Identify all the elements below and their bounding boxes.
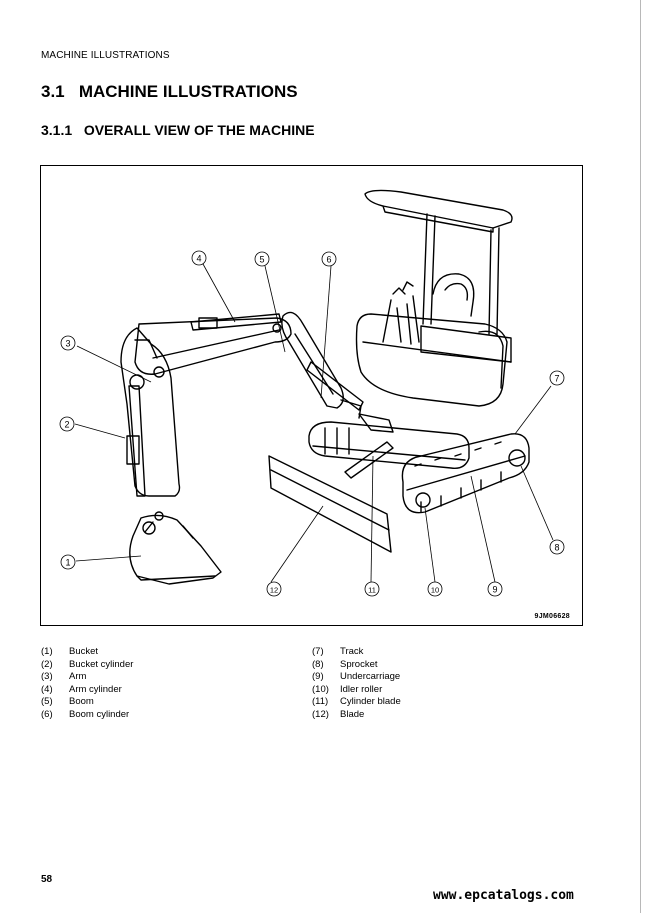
bucket-cylinder xyxy=(128,385,146,497)
section-title: MACHINE ILLUSTRATIONS xyxy=(78,82,298,101)
subsection-title: OVERALL VIEW OF THE MACHINE xyxy=(83,122,315,138)
idler-wheel xyxy=(415,492,431,508)
subsection-heading: 3.1.1 OVERALL VIEW OF THE MACHINE xyxy=(41,122,315,138)
legend-number: (12) xyxy=(312,708,329,720)
callout-3: 3 xyxy=(65,339,70,349)
sprocket-wheel xyxy=(508,449,526,467)
blade xyxy=(268,455,392,553)
legend-item: (6) Boom cylinder xyxy=(41,709,133,722)
callout-circle-1 xyxy=(60,554,76,570)
legend-label: Blade xyxy=(340,708,365,720)
machine-figure: 1 2 3 4 5 6 7 8 9 10 11 12 9JM06628 xyxy=(40,165,583,626)
callout-1: 1 xyxy=(65,558,70,568)
legend-number: (6) xyxy=(41,708,53,720)
legend-label: Arm cylinder xyxy=(69,683,122,695)
legend-label: Bucket cylinder xyxy=(69,658,134,670)
canopy-roof xyxy=(364,189,513,229)
legend-number: (11) xyxy=(312,696,329,707)
legend-number: (8) xyxy=(312,658,324,670)
callout-circle-12 xyxy=(266,581,282,597)
bucket xyxy=(129,514,222,585)
callout-circle-7 xyxy=(549,370,565,386)
callout-8: 8 xyxy=(554,543,559,553)
legend-number: (10) xyxy=(312,683,329,695)
boom-cylinder xyxy=(306,361,364,411)
legend-number: (1) xyxy=(41,646,53,657)
seat-back xyxy=(432,273,475,317)
legend-label: Undercarriage xyxy=(340,671,401,682)
section-heading: 3.1 MACHINE ILLUSTRATIONS xyxy=(41,82,298,102)
legend-column-2: (7) Track (8) Sprocket (9) Undercarriage (1… xyxy=(312,646,401,721)
legend-number: (3) xyxy=(41,671,53,682)
callout-circle-4 xyxy=(191,250,207,266)
legend-label: Track xyxy=(340,646,364,657)
left-track xyxy=(308,421,470,469)
callout-10: 10 xyxy=(431,586,439,595)
callout-circle-2 xyxy=(59,416,75,432)
right-track xyxy=(401,433,530,514)
subsection-number: 3.1.1 xyxy=(41,122,73,138)
legend-number: (9) xyxy=(312,671,324,682)
legend-label: Sprocket xyxy=(340,658,378,670)
boom xyxy=(281,311,344,409)
legend-label: Boom xyxy=(69,696,94,707)
arm xyxy=(134,317,292,375)
legend-item: (4) Arm cylinder xyxy=(41,684,133,697)
legend-item: (5) Boom xyxy=(41,696,133,709)
bucket-link xyxy=(120,327,181,497)
legend-item: (9) Undercarriage xyxy=(312,671,401,684)
legend-number: (7) xyxy=(312,646,324,657)
legend-number: (4) xyxy=(41,683,53,695)
blade-cylinder xyxy=(344,441,394,479)
legend-label: Idler roller xyxy=(340,683,383,695)
callout-9: 9 xyxy=(492,585,497,595)
legend-item: (7) Track xyxy=(312,646,401,659)
callout-circle-8 xyxy=(549,539,565,555)
watermark-link[interactable]: www.epcatalogs.com xyxy=(433,888,574,903)
legend-item: (10) Idler roller xyxy=(312,684,401,697)
excavator-illustration: 1 2 3 4 5 6 7 8 9 10 11 12 xyxy=(59,189,565,597)
legend-item: (12) Blade xyxy=(312,709,401,722)
callout-circle-6 xyxy=(321,251,337,267)
callout-circle-11 xyxy=(364,581,380,597)
legend-column-1: (1) Bucket (2) Bucket cylinder (3) Arm (4) A… xyxy=(41,646,133,721)
legend-item: (2) Bucket cylinder xyxy=(41,659,133,672)
upper-structure xyxy=(355,313,508,407)
legend-item: (11) Cylinder blade xyxy=(312,696,401,709)
legend-item: (3) Arm xyxy=(41,671,133,684)
legend-number: (2) xyxy=(41,658,53,670)
figure-code: 9JM06628 xyxy=(534,613,570,620)
callout-2: 2 xyxy=(64,420,69,430)
callout-circle-5 xyxy=(254,251,270,267)
page-number: 58 xyxy=(41,874,53,885)
callout-6: 6 xyxy=(326,255,331,265)
legend-number: (5) xyxy=(41,696,53,707)
callout-11: 11 xyxy=(368,586,376,595)
page-edge-line xyxy=(640,0,641,913)
legend-item: (8) Sprocket xyxy=(312,659,401,672)
arm-cylinder xyxy=(190,313,282,331)
callout-5: 5 xyxy=(259,255,264,265)
callout-circle-3 xyxy=(60,335,76,351)
legend-label: Bucket xyxy=(69,646,99,657)
callout-7: 7 xyxy=(554,374,559,384)
callout-12: 12 xyxy=(270,586,278,595)
legend-label: Boom cylinder xyxy=(69,708,130,720)
section-number: 3.1 xyxy=(41,82,65,101)
legend-label: Arm xyxy=(69,671,87,682)
running-head: MACHINE ILLUSTRATIONS xyxy=(41,50,170,61)
legend-label: Cylinder blade xyxy=(340,696,401,707)
callout-circle-9 xyxy=(487,581,503,597)
callout-circle-10 xyxy=(427,581,443,597)
legend-item: (1) Bucket xyxy=(41,646,133,659)
callout-4: 4 xyxy=(196,254,201,264)
